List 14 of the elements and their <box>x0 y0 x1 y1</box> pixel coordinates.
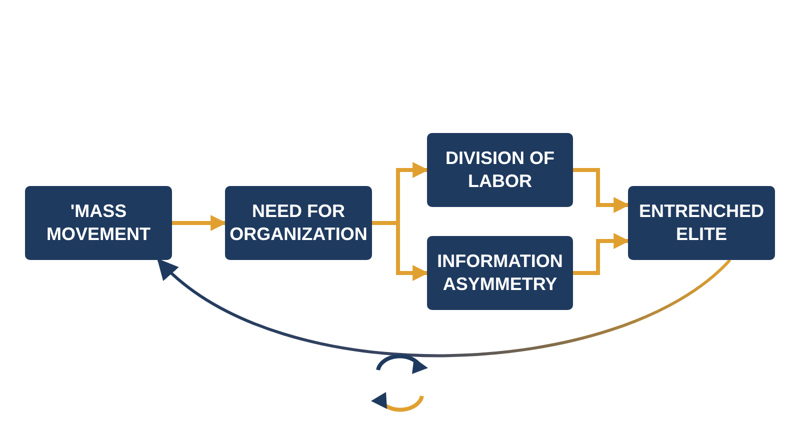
box-label: DIVISION OF LABOR <box>444 146 556 193</box>
process-box <box>427 133 573 207</box>
feedback-arrow <box>156 258 731 358</box>
arrow <box>172 215 227 231</box>
process-box <box>25 186 172 260</box>
process-box <box>225 186 372 260</box>
process-box <box>427 236 573 310</box>
box-label: ENTRENCHED ELITE <box>638 200 765 246</box>
box-label: INFORMATION ASYMMETRY <box>436 250 564 296</box>
box-label: 'MASS MOVEMENT <box>45 200 152 246</box>
box-label: NEED FOR ORGANIZATION <box>229 200 368 246</box>
arrow <box>573 233 630 275</box>
arrow <box>573 168 630 213</box>
process-box <box>628 186 775 260</box>
